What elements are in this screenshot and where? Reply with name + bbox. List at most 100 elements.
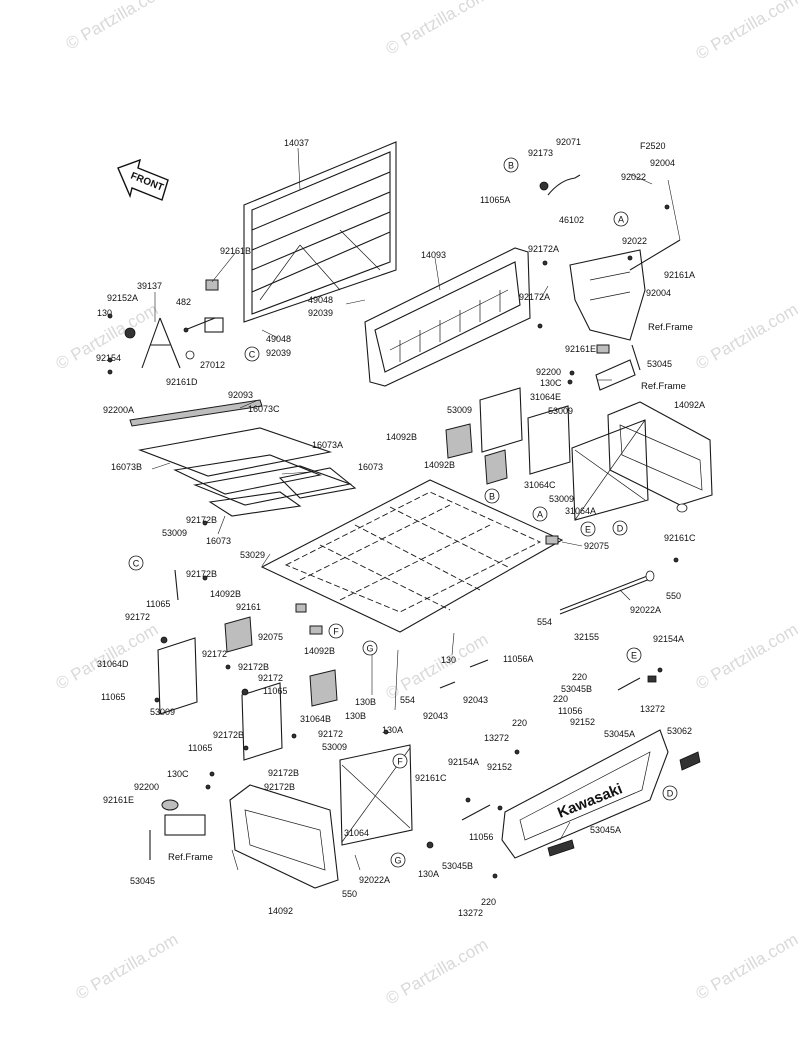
part-label: 92200 bbox=[536, 367, 561, 377]
part-label: 92173 bbox=[528, 148, 553, 158]
part-label: 92152A bbox=[107, 293, 138, 303]
part-label: 92154A bbox=[653, 634, 684, 644]
side-panel-left bbox=[229, 784, 339, 889]
stand-bracket bbox=[124, 317, 224, 369]
part-label: 220 bbox=[481, 897, 496, 907]
part-label: 550 bbox=[666, 591, 681, 601]
part-label: 130A bbox=[382, 725, 403, 735]
part-label: 16073C bbox=[248, 404, 280, 414]
front-arrow-icon: FRONT bbox=[117, 158, 169, 201]
watermark: © Partzilla.com bbox=[693, 300, 800, 374]
callout-a: A bbox=[532, 506, 548, 522]
part-label: 53009 bbox=[447, 405, 472, 415]
part-label: 14092B bbox=[210, 589, 241, 599]
part-label: 16073B bbox=[111, 462, 142, 472]
part-label: 92004 bbox=[646, 288, 671, 298]
part-label: 130C bbox=[167, 769, 189, 779]
part-label: 11065 bbox=[146, 599, 170, 609]
part-label: 11065A bbox=[480, 195, 510, 205]
part-label: 14093 bbox=[421, 250, 446, 260]
part-label: 31064 bbox=[344, 828, 369, 838]
part-label: 92093 bbox=[228, 390, 253, 400]
part-label: 14092A bbox=[674, 400, 705, 410]
part-label: 554 bbox=[400, 695, 415, 705]
gate-frames-left bbox=[157, 569, 338, 761]
part-label: 92161C bbox=[415, 773, 447, 783]
part-label: 53009 bbox=[549, 494, 574, 504]
ref-frame-label: Ref.Frame bbox=[641, 381, 686, 392]
svg-text:B: B bbox=[489, 492, 495, 502]
ref-frame-label: Ref.Frame bbox=[648, 322, 693, 333]
part-label: 92152 bbox=[487, 762, 512, 772]
part-label: 13272 bbox=[458, 908, 483, 918]
svg-text:G: G bbox=[394, 856, 401, 866]
part-label: 53045A bbox=[590, 825, 621, 835]
part-label: 92154A bbox=[448, 757, 479, 767]
ref-frame-label: Ref.Frame bbox=[168, 852, 213, 863]
part-label: 16073 bbox=[206, 536, 231, 546]
part-label: 92161 bbox=[236, 602, 261, 612]
pin bbox=[439, 681, 456, 689]
part-label: 53009 bbox=[322, 742, 347, 752]
callout-c: C bbox=[244, 346, 260, 362]
watermark-layer: © Partzilla.com © Partzilla.com © Partzi… bbox=[53, 0, 800, 1008]
svg-text:C: C bbox=[133, 559, 140, 569]
callout-d: D bbox=[662, 785, 678, 801]
watermark: © Partzilla.com bbox=[383, 0, 492, 58]
part-label: 14092B bbox=[304, 646, 335, 656]
callout-c: C bbox=[128, 555, 144, 571]
part-label: 92152 bbox=[570, 717, 595, 727]
part-label: 92172 bbox=[258, 673, 283, 683]
pin bbox=[469, 659, 489, 668]
part-label: 92004 bbox=[650, 158, 675, 168]
part-label: 92161B bbox=[220, 246, 251, 256]
watermark: © Partzilla.com bbox=[73, 930, 182, 1004]
part-label: 16073 bbox=[358, 462, 383, 472]
part-label: 92172B bbox=[264, 782, 295, 792]
part-label: 53045A bbox=[604, 729, 635, 739]
watermark: © Partzilla.com bbox=[693, 0, 800, 63]
watermark: © Partzilla.com bbox=[383, 630, 492, 704]
part-label: 130B bbox=[355, 697, 376, 707]
callout-b: B bbox=[503, 157, 519, 173]
part-label: 11065 bbox=[188, 743, 212, 753]
part-label: 53045B bbox=[442, 861, 473, 871]
svg-text:C: C bbox=[249, 350, 256, 360]
callout-a: A bbox=[613, 211, 629, 227]
callout-g: G bbox=[362, 640, 378, 656]
watermark: © Partzilla.com bbox=[693, 620, 800, 694]
callout-d: D bbox=[612, 520, 628, 536]
latch-53045B bbox=[461, 675, 657, 821]
callout-f: F bbox=[392, 753, 408, 769]
fasteners bbox=[107, 204, 679, 879]
svg-text:A: A bbox=[618, 215, 624, 225]
part-label: 92022A bbox=[630, 605, 661, 615]
watermark: © Partzilla.com bbox=[383, 935, 492, 1009]
part-label: 53029 bbox=[240, 550, 265, 560]
part-label: 92043 bbox=[463, 695, 488, 705]
figure-code: F2520 bbox=[640, 141, 666, 151]
part-label: 92039 bbox=[308, 308, 333, 318]
part-label: 92172B bbox=[186, 515, 217, 525]
svg-text:G: G bbox=[366, 644, 373, 654]
part-label: 130B bbox=[345, 711, 366, 721]
part-label: 31064B bbox=[300, 714, 331, 724]
latch-bottom-left bbox=[149, 799, 206, 860]
part-label: 92172B bbox=[268, 768, 299, 778]
watermark: © Partzilla.com bbox=[693, 930, 800, 1004]
part-label: 92172B bbox=[213, 730, 244, 740]
part-label: 92022 bbox=[621, 172, 646, 182]
part-label: 130A bbox=[418, 869, 439, 879]
part-label: 92172 bbox=[202, 649, 227, 659]
callouts: B A C B A E D C F G E F D G bbox=[128, 157, 678, 868]
part-label: 27012 bbox=[200, 360, 225, 370]
part-label: 31064A bbox=[565, 506, 596, 516]
svg-text:F: F bbox=[333, 627, 339, 637]
part-label: 49048 bbox=[266, 334, 291, 344]
part-label: 92075 bbox=[258, 632, 283, 642]
part-label: 11056 bbox=[469, 832, 493, 842]
part-label: 92161E bbox=[565, 344, 596, 354]
part-label: 11065 bbox=[263, 686, 287, 696]
part-label: 92172B bbox=[238, 662, 269, 672]
